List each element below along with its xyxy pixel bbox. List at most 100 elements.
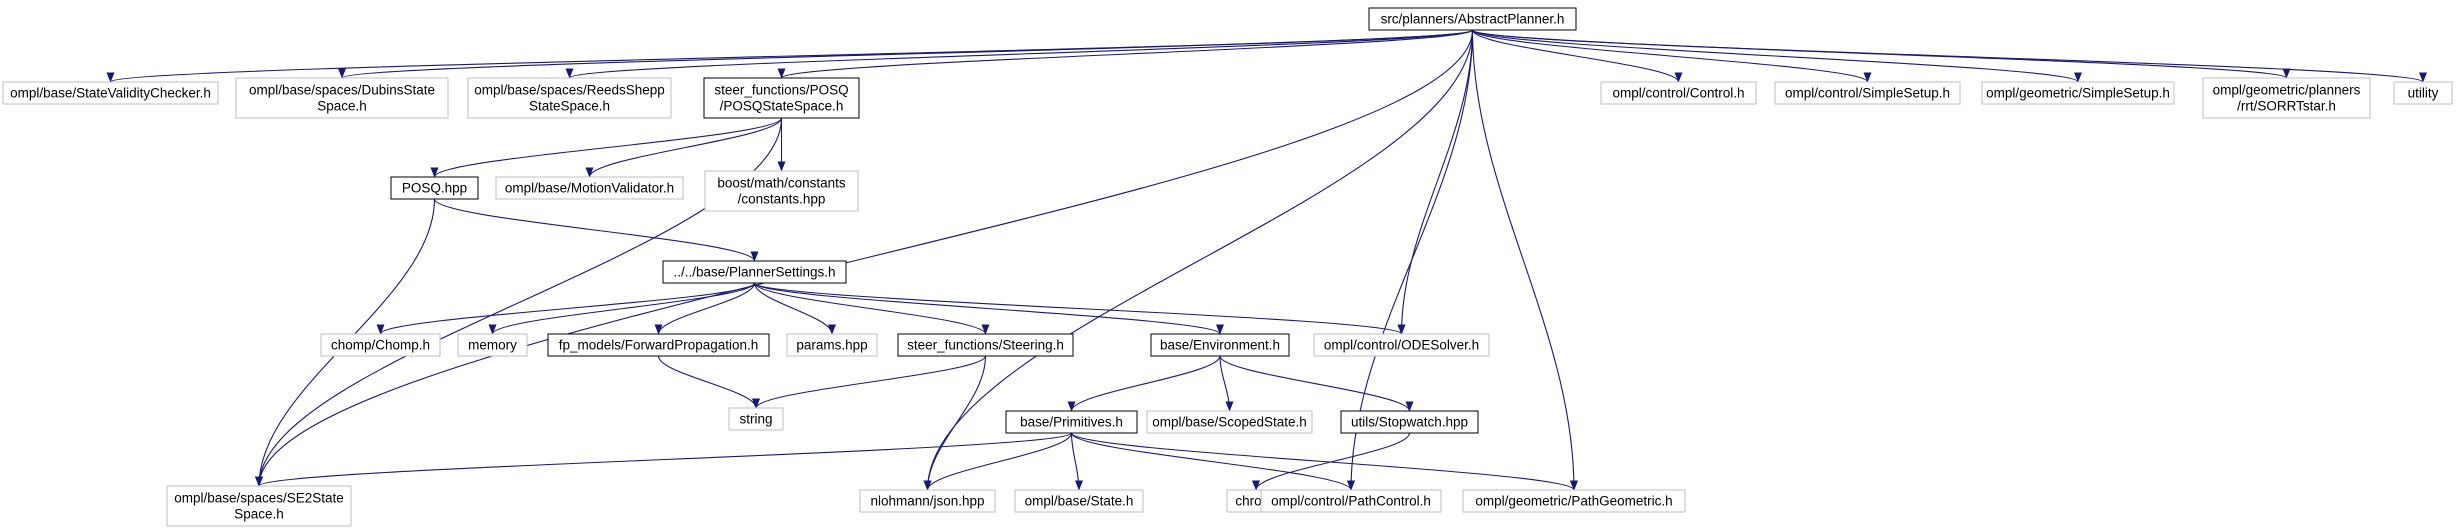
node-box-utility bbox=[2393, 81, 2453, 105]
node-box-reedsshepp bbox=[467, 77, 672, 119]
edge-root-to-control_simplesetup bbox=[1471, 29, 1872, 83]
node-string: string bbox=[728, 407, 784, 431]
node-pathgeometric: ompl/geometric/PathGeometric.h bbox=[1462, 489, 1686, 513]
node-boostconstants: boost/math/constants/constants.hpp bbox=[704, 170, 859, 212]
node-stopwatch[interactable]: utils/Stopwatch.hpp bbox=[1340, 410, 1479, 434]
node-posqstatespace[interactable]: steer_functions/POSQ/POSQStateSpace.h bbox=[703, 77, 860, 119]
edge-plannersettings-to-memory bbox=[488, 282, 756, 335]
edge-primitives-to-se2statespace bbox=[255, 432, 1073, 487]
node-geometric_simplesetup: ompl/geometric/SimpleSetup.h bbox=[1981, 81, 2175, 105]
node-box-geometric_simplesetup bbox=[1981, 81, 2175, 105]
edge-posqstatespace-to-posq_hpp bbox=[430, 117, 783, 178]
edge-root-to-se2statespace bbox=[255, 29, 1474, 487]
node-box-control_h bbox=[1600, 81, 1757, 105]
node-label-boostconstants-0: boost/math/constants bbox=[717, 175, 846, 190]
node-label-forwardprop-0: fp_models/ForwardPropagation.h bbox=[559, 337, 759, 352]
edge-posqstatespace-to-se2statespace bbox=[255, 117, 783, 487]
node-label-se2statespace-0: ompl/base/spaces/SE2State bbox=[174, 490, 344, 505]
node-label-motionvalidator-0: ompl/base/MotionValidator.h bbox=[505, 180, 674, 195]
node-box-statevaliditychecker bbox=[2, 81, 219, 105]
node-box-plannersettings bbox=[662, 260, 847, 284]
edge-steering-to-string bbox=[752, 355, 987, 409]
edge-root-to-dubins bbox=[338, 29, 1474, 79]
node-box-motionvalidator bbox=[495, 176, 684, 200]
edge-primitives-to-ompl_state bbox=[1070, 432, 1083, 491]
node-box-scopedstate bbox=[1146, 410, 1313, 434]
node-box-odesolver bbox=[1313, 333, 1490, 357]
node-label-chomp-0: chomp/Chomp.h bbox=[331, 337, 430, 352]
edge-plannersettings-to-chomp bbox=[376, 282, 756, 335]
node-label-posqstatespace-0: steer_functions/POSQ bbox=[714, 82, 848, 97]
edges-layer bbox=[107, 29, 2427, 491]
node-environment[interactable]: base/Environment.h bbox=[1150, 333, 1290, 357]
node-box-pathgeometric bbox=[1462, 489, 1686, 513]
node-plannersettings[interactable]: ../../base/PlannerSettings.h bbox=[662, 260, 847, 284]
edge-plannersettings-to-odesolver bbox=[753, 282, 1406, 335]
node-label-geometric_simplesetup-0: ompl/geometric/SimpleSetup.h bbox=[1986, 85, 2170, 100]
edge-plannersettings-to-params bbox=[753, 282, 836, 335]
nodes-layer: src/planners/AbstractPlanner.h ompl/base/… bbox=[2, 7, 2453, 527]
node-primitives[interactable]: base/Primitives.h bbox=[1005, 410, 1138, 434]
edge-root-to-geometric_simplesetup bbox=[1471, 29, 2082, 83]
node-label-pathgeometric-0: ompl/geometric/PathGeometric.h bbox=[1475, 493, 1672, 508]
node-box-primitives bbox=[1005, 410, 1138, 434]
edge-environment-to-stopwatch bbox=[1219, 355, 1414, 412]
edge-posqstatespace-to-motionvalidator bbox=[585, 117, 783, 178]
edge-forwardprop-to-string bbox=[657, 355, 760, 409]
node-box-boostconstants bbox=[704, 170, 859, 212]
node-label-dubins-1: Space.h bbox=[317, 98, 367, 113]
node-root[interactable]: src/planners/AbstractPlanner.h bbox=[1368, 7, 1577, 31]
node-statevaliditychecker: ompl/base/StateValidityChecker.h bbox=[2, 81, 219, 105]
edge-root-to-posqstatespace bbox=[777, 29, 1474, 79]
node-label-boostconstants-1: /constants.hpp bbox=[738, 191, 826, 206]
node-box-params bbox=[786, 333, 878, 357]
edge-primitives-to-pathgeometric bbox=[1070, 432, 1578, 491]
node-label-scopedstate-0: ompl/base/ScopedState.h bbox=[1152, 414, 1307, 429]
node-box-sorrtstar bbox=[2202, 77, 2371, 119]
node-label-stopwatch-0: utils/Stopwatch.hpp bbox=[1351, 414, 1468, 429]
edge-environment-to-scopedstate bbox=[1219, 355, 1234, 412]
node-box-posqstatespace bbox=[703, 77, 860, 119]
node-box-root bbox=[1368, 7, 1577, 31]
node-label-posq_hpp-0: POSQ.hpp bbox=[402, 180, 467, 195]
node-steering[interactable]: steer_functions/Steering.h bbox=[897, 333, 1074, 357]
node-label-string-0: string bbox=[739, 411, 772, 426]
node-label-ompl_state-0: ompl/base/State.h bbox=[1025, 493, 1134, 508]
node-chomp: chomp/Chomp.h bbox=[320, 333, 441, 357]
node-box-environment bbox=[1150, 333, 1290, 357]
node-label-pathcontrol-0: ompl/control/PathControl.h bbox=[1271, 493, 1431, 508]
node-box-memory bbox=[457, 333, 528, 357]
edge-posq_hpp-to-plannersettings bbox=[433, 198, 759, 262]
edge-root-to-json bbox=[923, 29, 1474, 491]
node-box-pathcontrol bbox=[1260, 489, 1442, 513]
node-label-steering-0: steer_functions/Steering.h bbox=[907, 337, 1064, 352]
node-forwardprop[interactable]: fp_models/ForwardPropagation.h bbox=[547, 333, 770, 357]
edge-plannersettings-to-steering bbox=[753, 282, 990, 335]
edge-root-to-utility bbox=[1471, 29, 2427, 83]
node-box-forwardprop bbox=[547, 333, 770, 357]
node-label-odesolver-0: ompl/control/ODESolver.h bbox=[1324, 337, 1479, 352]
node-control_simplesetup: ompl/control/SimpleSetup.h bbox=[1774, 81, 1961, 105]
edge-steering-to-json bbox=[923, 355, 987, 491]
node-motionvalidator: ompl/base/MotionValidator.h bbox=[495, 176, 684, 200]
node-label-environment-0: base/Environment.h bbox=[1160, 337, 1280, 352]
node-label-primitives-0: base/Primitives.h bbox=[1020, 414, 1123, 429]
node-box-ompl_state bbox=[1014, 489, 1144, 513]
node-box-string bbox=[728, 407, 784, 431]
node-box-dubins bbox=[235, 77, 449, 119]
node-label-posqstatespace-1: /POSQStateSpace.h bbox=[720, 98, 844, 113]
node-label-root-0: src/planners/AbstractPlanner.h bbox=[1381, 11, 1565, 26]
node-control_h: ompl/control/Control.h bbox=[1600, 81, 1757, 105]
node-box-chomp bbox=[320, 333, 441, 357]
node-pathcontrol: ompl/control/PathControl.h bbox=[1260, 489, 1442, 513]
node-json: nlohmann/json.hpp bbox=[859, 489, 996, 513]
node-label-statevaliditychecker-0: ompl/base/StateValidityChecker.h bbox=[10, 85, 211, 100]
node-posq_hpp[interactable]: POSQ.hpp bbox=[390, 176, 479, 200]
edge-root-to-odesolver bbox=[1397, 29, 1474, 335]
edge-environment-to-primitives bbox=[1067, 355, 1221, 412]
edge-primitives-to-json bbox=[923, 432, 1073, 491]
